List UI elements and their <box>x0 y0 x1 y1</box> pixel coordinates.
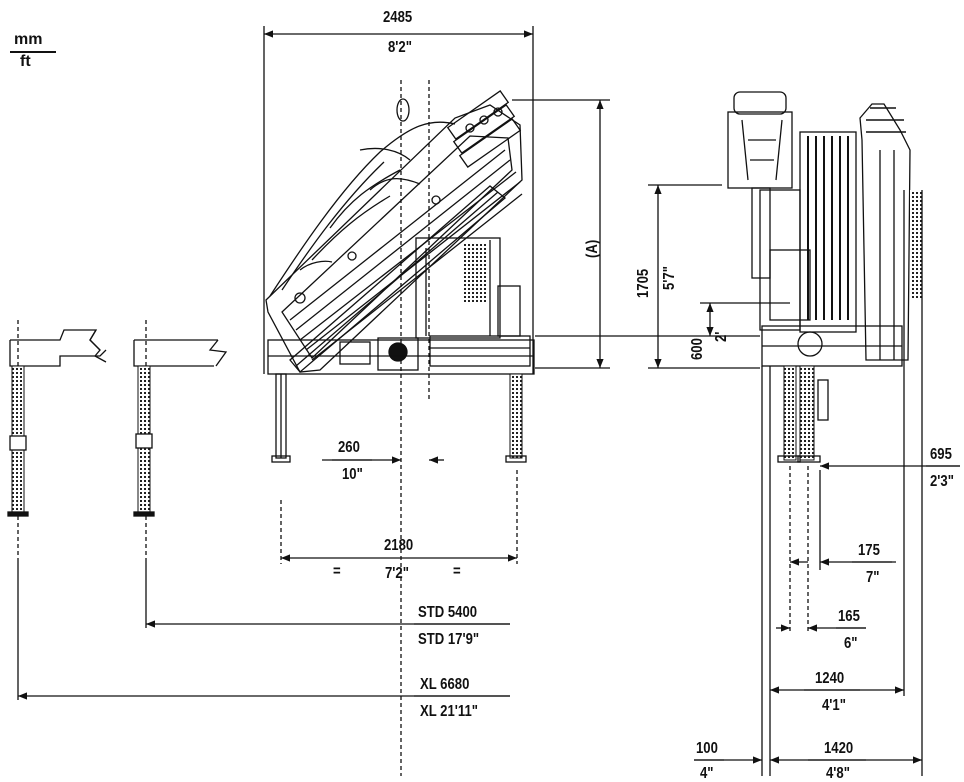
label-1420-ft: 4'8" <box>826 765 850 782</box>
label-175-mm: 175 <box>858 542 880 559</box>
crane-front-view <box>727 91 924 463</box>
dim-600 <box>700 302 790 336</box>
label-2180-mm: 2180 <box>384 537 414 554</box>
label-695-ft: 2'3" <box>930 473 954 490</box>
label-std-mm: STD 5400 <box>418 604 478 621</box>
front-dim-extension-lines <box>761 190 923 776</box>
dim-2180 <box>280 470 518 564</box>
label-2485-ft: 8'2" <box>388 39 412 56</box>
label-2485-mm: 2485 <box>383 9 413 26</box>
label-xl-ft: XL 21'11" <box>420 703 478 720</box>
label-1240-ft: 4'1" <box>822 697 846 714</box>
dim-1705 <box>535 184 760 369</box>
slew-center <box>396 98 410 122</box>
dim-height-a <box>512 99 610 369</box>
crane-side-view <box>265 90 535 463</box>
label-695-mm: 695 <box>930 446 952 463</box>
label-600-ft: 2' <box>713 331 730 342</box>
label-xl-mm: XL 6680 <box>420 676 470 693</box>
label-1420-mm: 1420 <box>824 740 854 757</box>
center-lines <box>17 80 430 776</box>
label-1705-mm: 1705 <box>635 268 652 298</box>
unit-mm: mm <box>14 31 43 48</box>
leg-xl <box>7 329 107 517</box>
dim-2485 <box>263 26 534 374</box>
leg-std <box>133 339 228 517</box>
label-175-ft: 7" <box>866 569 880 586</box>
label-260-mm: 260 <box>338 439 360 456</box>
label-165-mm: 165 <box>838 608 860 625</box>
label-rules <box>322 459 960 761</box>
label-2180-ft: 7'2" <box>385 565 409 582</box>
label-600-mm: 600 <box>689 338 706 360</box>
unit-ft: ft <box>20 53 31 70</box>
label-1240-mm: 1240 <box>815 670 845 687</box>
label-100-mm: 100 <box>696 740 718 757</box>
label-100-ft: 4" <box>700 765 714 782</box>
label-equal-left: = <box>333 563 341 580</box>
label-260-ft: 10" <box>342 466 363 483</box>
label-equal-right: = <box>453 563 461 580</box>
label-165-ft: 6" <box>844 635 858 652</box>
label-1705-ft: 5'7" <box>661 266 678 290</box>
label-height-a: (A) <box>584 239 601 258</box>
label-std-ft: STD 17'9" <box>418 631 480 648</box>
